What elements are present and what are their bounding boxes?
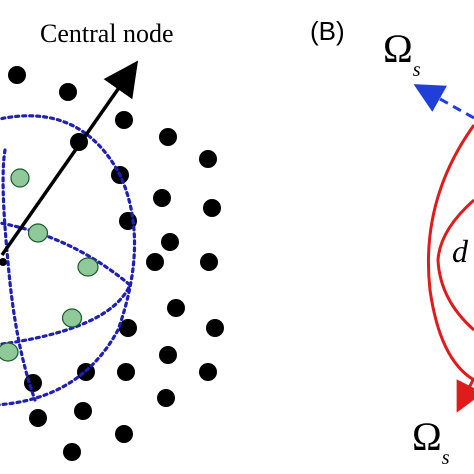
- black-node: [199, 150, 217, 168]
- black-node: [167, 299, 185, 317]
- black-node: [200, 253, 218, 271]
- black-node: [119, 319, 137, 337]
- black-node: [59, 83, 77, 101]
- black-node: [74, 402, 92, 420]
- black-node: [115, 111, 133, 129]
- black-nodes: [0, 66, 224, 461]
- red-arrow: [456, 377, 474, 413]
- black-node: [203, 199, 221, 217]
- partial-d-label: d: [452, 233, 469, 269]
- black-node: [153, 189, 171, 207]
- black-node: [115, 425, 133, 443]
- black-node: [0, 258, 7, 266]
- omega-bottom: Ωs: [412, 414, 450, 469]
- central-node-arrow: [0, 60, 139, 257]
- red-curve-inner: [436, 198, 474, 332]
- red-curve-outer: [426, 124, 474, 382]
- black-node: [29, 409, 47, 427]
- sphere-meridian: [1, 148, 37, 402]
- green-node: [0, 342, 19, 362]
- green-nodes: [0, 168, 99, 362]
- green-node: [27, 223, 49, 243]
- black-node: [63, 443, 81, 461]
- black-node: [8, 66, 26, 84]
- black-node: [206, 319, 224, 337]
- green-node: [77, 257, 99, 277]
- omega-top: Ωs: [383, 26, 421, 81]
- sphere-outline: [0, 114, 137, 407]
- black-node: [161, 233, 179, 251]
- blue-dashed-arrow: [413, 84, 474, 120]
- green-node: [61, 308, 83, 328]
- black-node: [199, 363, 217, 381]
- black-node: [159, 346, 177, 364]
- green-node: [10, 168, 30, 188]
- black-node: [117, 363, 135, 381]
- sphere-equator: [0, 221, 132, 346]
- black-node: [159, 128, 177, 146]
- central-node-label: Central node: [40, 19, 174, 48]
- panel-b-label: (B): [310, 16, 345, 46]
- black-node: [146, 253, 164, 271]
- red-lens: [426, 124, 474, 382]
- black-node: [157, 389, 175, 407]
